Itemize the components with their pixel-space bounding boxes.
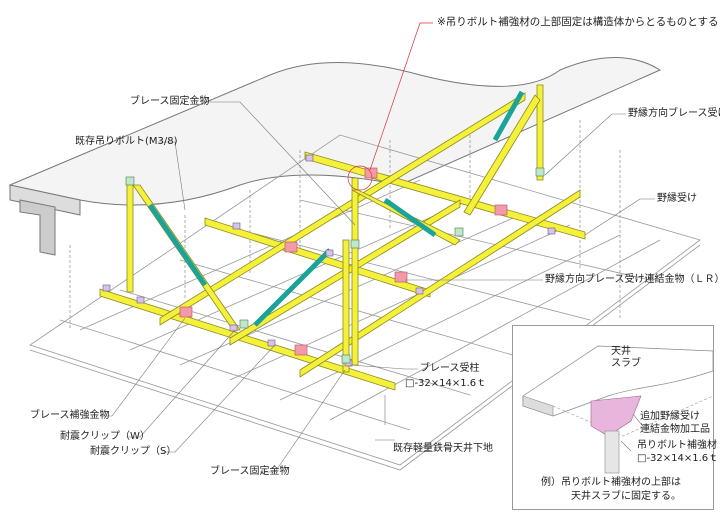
brace-post	[126, 179, 134, 293]
inset-connector-label-1: 追加野縁受け	[640, 411, 700, 422]
label-existing-bolt: 既存吊りボルト(M3/8)	[75, 136, 178, 147]
structural-fixing-note: ※吊りボルト補強材の上部固定は構造体からとるものとする	[437, 16, 719, 28]
brace-receiver-beam	[159, 92, 526, 326]
inset-caption-1: 例）吊りボルト補強材の上部は	[541, 477, 681, 488]
inset-caption-2: 天井スラブに固定する。	[571, 491, 681, 502]
seismic-clips	[102, 154, 556, 367]
label-brace-post: ブレース受柱	[420, 363, 480, 374]
teal-diagonals	[147, 90, 525, 327]
label-lr-connector: 野縁方向ブレース受け連結金物（ＬＲ）	[545, 274, 720, 285]
inset-slab-label-1: 天井	[611, 346, 631, 357]
label-existing-ceiling: 既存軽量鉄骨天井下地	[393, 443, 493, 454]
bolt-reinforce-member	[604, 430, 620, 474]
brace-diagonal	[463, 94, 541, 216]
inset-bolt-label: 吊りボルト補強材	[637, 440, 717, 451]
detail-inset: 天井 スラブ 追加野縁受け 連結金物加工品 吊りボルト補強材 □-32×14×1…	[512, 325, 718, 510]
brace-post	[351, 177, 359, 366]
label-clip-w: 耐震クリップ（W）	[60, 431, 150, 442]
inset-drawing	[522, 345, 713, 474]
brace-post	[536, 84, 544, 181]
label-brace-fixing-bottom: ブレース固定金物	[210, 466, 290, 477]
connector-plate	[590, 395, 642, 437]
brace-post	[342, 239, 350, 373]
label-brace-post-spec: □-32×14×1.6ｔ	[405, 378, 487, 389]
label-brace-fixing-top: ブレース固定金物	[130, 96, 210, 107]
existing-slab	[8, 57, 662, 256]
brace-receiver-beam	[299, 189, 581, 378]
label-clip-s: 耐震クリップ（S）	[90, 446, 177, 457]
inset-slab-label-2: スラブ	[611, 358, 641, 369]
label-brace-reinforce: ブレース補強金物	[30, 410, 110, 421]
label-brace-receiver: 野縁方向ブレース受け	[628, 108, 720, 119]
note-leader	[347, 22, 433, 191]
post-brackets	[125, 167, 545, 364]
label-nobuchi-uke: 野縁受け	[657, 193, 697, 204]
inset-connector-label-2: 連結金物加工品	[640, 424, 710, 435]
inset-bolt-spec: □-32×14×1.6ｔ	[637, 453, 719, 464]
leader-lines	[100, 101, 655, 473]
